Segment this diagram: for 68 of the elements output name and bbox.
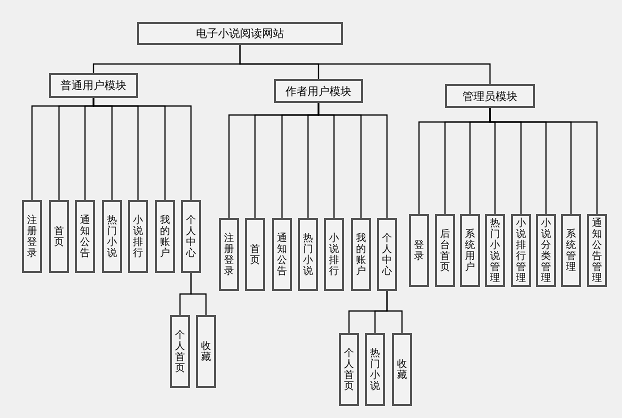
connector-line [190, 273, 207, 315]
node-text: 通知公告 [80, 214, 90, 258]
connector-line [239, 45, 491, 84]
function-box [409, 214, 429, 287]
function-box [128, 200, 148, 273]
function-box [155, 200, 175, 273]
node-text: 个人中心 [382, 232, 392, 276]
function-box [536, 214, 556, 287]
node-text: 个人首页 [175, 330, 185, 374]
node-text: 个人首页 [344, 348, 354, 392]
node-text: 登录 [414, 240, 424, 262]
connector-line [318, 103, 388, 218]
connector-line [386, 291, 403, 333]
function-box [435, 214, 455, 287]
function-box [196, 315, 216, 388]
function-box [324, 218, 344, 291]
node-text: 注册登录 [27, 214, 37, 258]
node-text: 通知公告管理 [592, 218, 602, 284]
node-text: 我的账户 [160, 214, 170, 258]
function-box [392, 333, 412, 406]
connector-line [92, 98, 192, 200]
node-text: 系统用户 [465, 228, 475, 272]
node-text: 作者用户模块 [286, 86, 352, 96]
node-text: 热门小说 [107, 214, 117, 258]
node-text: 小说排行 [329, 232, 339, 276]
module-box [137, 22, 343, 45]
function-box [511, 214, 531, 287]
function-box [351, 218, 371, 291]
function-box [561, 214, 581, 287]
node-text: 热门小说 [370, 348, 380, 392]
node-text: 后台首页 [440, 228, 450, 272]
function-box [272, 218, 292, 291]
node-text: 小说排行管理 [516, 218, 526, 284]
node-text: 注册登录 [224, 232, 234, 276]
function-box [587, 214, 607, 287]
node-text: 热门小说管理 [490, 218, 500, 284]
node-text: 小说分类管理 [541, 218, 551, 284]
function-box [75, 200, 95, 273]
function-box [49, 200, 69, 273]
function-box [181, 200, 201, 273]
node-text: 首页 [54, 226, 64, 248]
node-text: 管理员模块 [462, 90, 518, 102]
node-text: 普通用户模块 [60, 80, 126, 91]
node-text: 我的账户 [356, 232, 366, 276]
function-box [460, 214, 480, 287]
node-text: 通知公告 [277, 232, 287, 276]
function-box [245, 218, 265, 291]
module-box [274, 79, 363, 103]
node-text: 个人中心 [186, 214, 196, 258]
node-text: 首页 [250, 244, 260, 266]
node-text: 小说排行 [133, 214, 143, 258]
node-text: 电子小说阅读网站 [196, 28, 284, 39]
module-box [49, 73, 138, 98]
function-box [365, 333, 385, 406]
function-box [219, 218, 239, 291]
function-box [22, 200, 42, 273]
function-box [339, 333, 359, 406]
function-box [485, 214, 505, 287]
node-text: 收藏 [201, 340, 211, 362]
node-text: 热门小说 [303, 232, 313, 276]
function-box [170, 315, 190, 388]
node-text: 系统管理 [566, 228, 576, 272]
function-box [102, 200, 122, 273]
node-text: 收藏 [397, 358, 407, 380]
function-box [298, 218, 318, 291]
connector-line [489, 108, 598, 214]
function-box [377, 218, 397, 291]
module-box [445, 84, 535, 108]
